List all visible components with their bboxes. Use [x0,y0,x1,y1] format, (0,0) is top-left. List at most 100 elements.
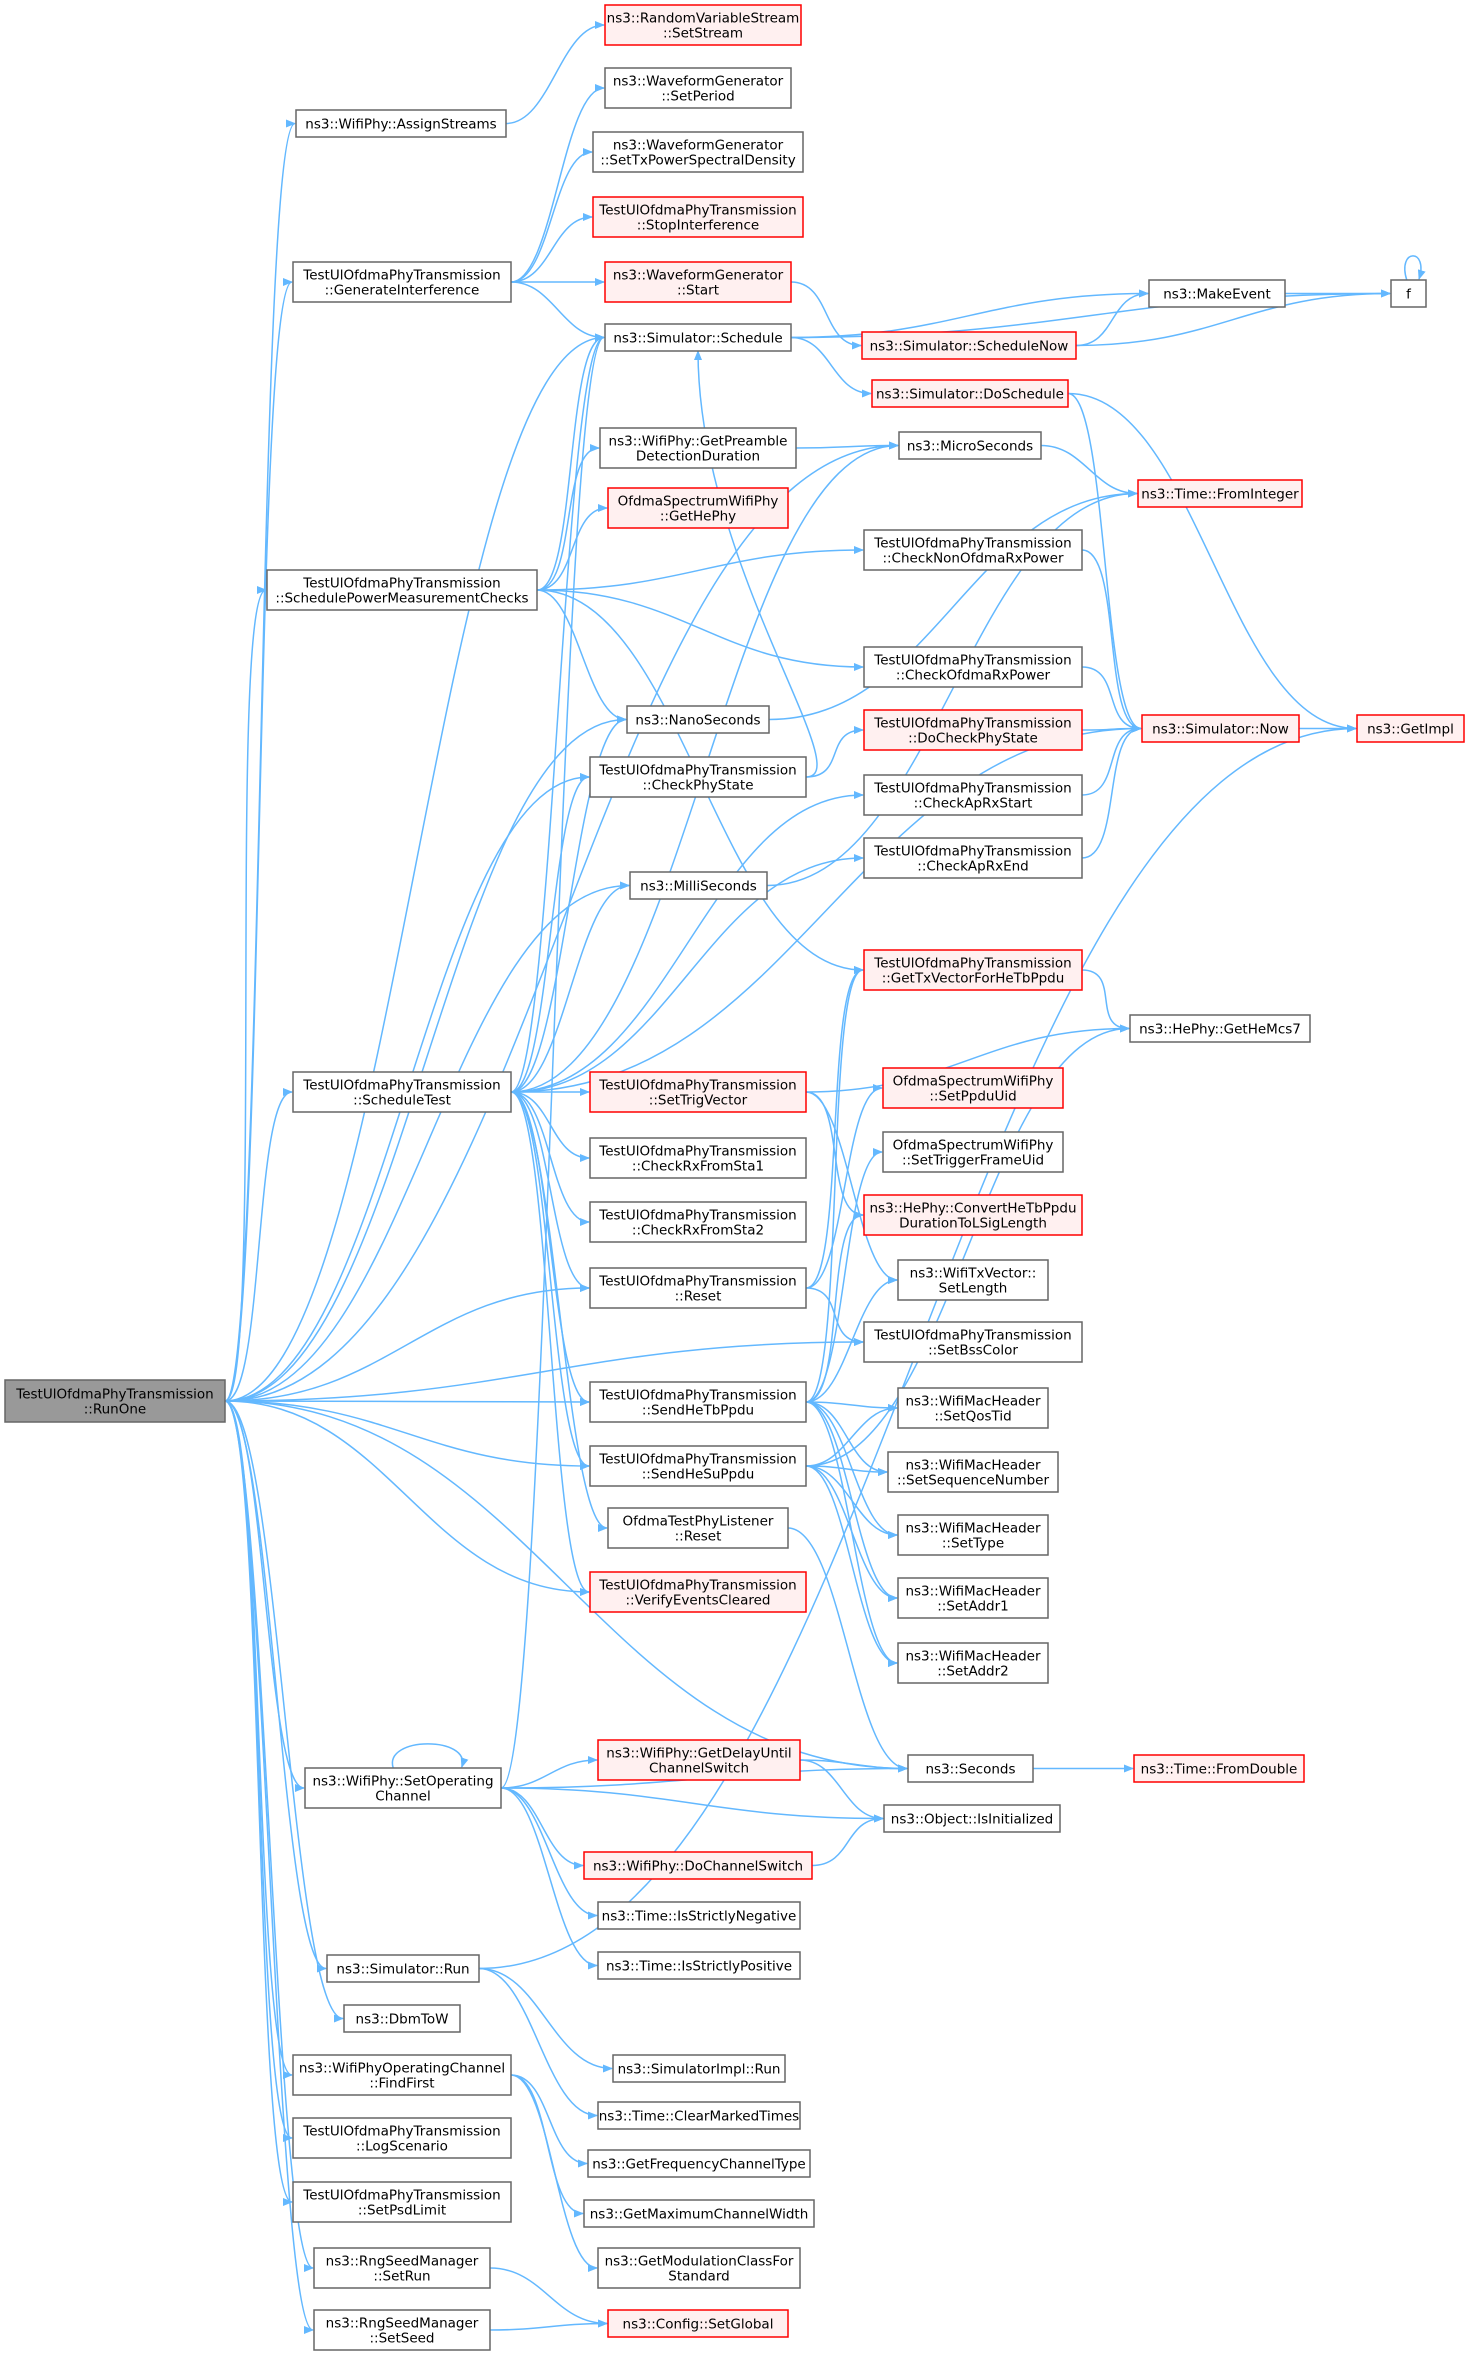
edge-sendhesu-to-setaddr1 [805,1465,898,1602]
node-wg_setperiod[interactable]: ns3::WaveformGenerator::SetPeriod [604,67,792,109]
node-wg_settxpsd[interactable]: ns3::WaveformGenerator::SetTxPowerSpectr… [592,131,804,173]
node-docheckphystate[interactable]: TestUlOfdmaPhyTransmission::DoCheckPhySt… [863,709,1083,751]
node-checknonofdma[interactable]: TestUlOfdmaPhyTransmission::CheckNonOfdm… [863,529,1083,571]
node-scheduletest[interactable]: TestUlOfdmaPhyTransmission::ScheduleTest [292,1071,512,1113]
node-setlength[interactable]: ns3::WifiTxVector::SetLength [897,1259,1049,1301]
node-setqostid[interactable]: ns3::WifiMacHeader::SetQosTid [897,1387,1049,1429]
node-reset[interactable]: TestUlOfdmaPhyTransmission::Reset [589,1267,807,1309]
edge-scheduletest-to-milliseconds [510,881,630,1093]
node-sim_doschedule[interactable]: ns3::Simulator::DoSchedule [871,379,1069,408]
node-nanoseconds[interactable]: ns3::NanoSeconds [626,705,770,734]
node-clearmarked[interactable]: ns3::Time::ClearMarkedTimes [597,2101,801,2130]
edge-runone-to-assignstreams [224,119,296,1402]
node-sendhetb[interactable]: TestUlOfdmaPhyTransmission::SendHeTbPpdu [589,1381,807,1423]
node-checkrxsta2[interactable]: TestUlOfdmaPhyTransmission::CheckRxFromS… [589,1201,807,1243]
node-time_fromdouble[interactable]: ns3::Time::FromDouble [1133,1754,1305,1783]
node-checkaprxend[interactable]: TestUlOfdmaPhyTransmission::CheckApRxEnd [863,837,1083,879]
node-setseqnum[interactable]: ns3::WifiMacHeader::SetSequenceNumber [887,1451,1059,1493]
node-isstrictpos[interactable]: ns3::Time::IsStrictlyPositive [597,1951,801,1980]
node-box [589,756,807,798]
edge-findfirst-to-getfreqchtype [510,2074,588,2168]
edge-runone-to-setopchannel [224,1400,305,1792]
node-setaddr1[interactable]: ns3::WifiMacHeader::SetAddr1 [897,1577,1049,1619]
edge-settrigvector-to-setlength [805,1091,898,1284]
node-settype[interactable]: ns3::WifiMacHeader::SetType [897,1514,1049,1556]
node-checkrxsta1[interactable]: TestUlOfdmaPhyTransmission::CheckRxFromS… [589,1137,807,1179]
node-dbmtow[interactable]: ns3::DbmToW [343,2004,461,2033]
node-runone[interactable]: TestUlOfdmaPhyTransmission::RunOne [4,1379,226,1423]
node-getimpl[interactable]: ns3::GetImpl [1356,714,1465,743]
node-label: ::CheckApRxEnd [917,859,1028,875]
node-microseconds[interactable]: ns3::MicroSeconds [898,431,1042,460]
node-stopinterf[interactable]: TestUlOfdmaPhyTransmission::StopInterfer… [592,196,804,238]
node-label: ::LogScenario [356,2139,448,2155]
edge-runone-to-setbsscolor [224,1338,864,1402]
edge-scheduletest-to-reset [510,1091,590,1292]
node-sendhesu[interactable]: TestUlOfdmaPhyTransmission::SendHeSuPpdu [589,1445,807,1487]
node-checkofdma[interactable]: TestUlOfdmaPhyTransmission::CheckOfdmaRx… [863,646,1083,688]
node-time_frominteger[interactable]: ns3::Time::FromInteger [1137,479,1303,508]
node-seconds[interactable]: ns3::Seconds [907,1754,1034,1783]
node-wg_start[interactable]: ns3::WaveformGenerator::Start [604,261,792,303]
node-verifyevents[interactable]: TestUlOfdmaPhyTransmission::VerifyEvents… [589,1571,807,1613]
node-setseed[interactable]: ns3::RngSeedManager::SetSeed [313,2309,491,2351]
node-getfreqchtype[interactable]: ns3::GetFrequencyChannelType [587,2149,811,2178]
edge-checknonofdma-to-sim_now [1081,549,1142,733]
node-sim_schedule[interactable]: ns3::Simulator::Schedule [604,323,792,352]
node-box [897,1387,1049,1429]
node-label: ::FindFirst [369,2076,434,2092]
node-sim_now[interactable]: ns3::Simulator::Now [1141,714,1300,743]
node-simimpl_run[interactable]: ns3::SimulatorImpl::Run [612,2054,786,2083]
node-gettxvector[interactable]: TestUlOfdmaPhyTransmission::GetTxVectorF… [863,949,1083,991]
node-geninterf[interactable]: TestUlOfdmaPhyTransmission::GenerateInte… [292,261,512,303]
node-makeevent[interactable]: ns3::MakeEvent [1148,279,1286,308]
node-setrun[interactable]: ns3::RngSeedManager::SetRun [313,2247,491,2289]
node-setpsdlimit[interactable]: TestUlOfdmaPhyTransmission::SetPsdLimit [292,2181,512,2223]
node-milliseconds[interactable]: ns3::MilliSeconds [629,871,768,900]
node-label: ns3::WifiPhy::GetPreamble [609,434,788,450]
node-listenerreset[interactable]: OfdmaTestPhyListener::Reset [607,1507,789,1549]
node-logscenario[interactable]: TestUlOfdmaPhyTransmission::LogScenario [292,2117,512,2159]
edge-sendhetb-to-settype [805,1401,898,1539]
edge-runone-to-sim_schedule [224,333,605,1402]
node-settrigvector[interactable]: TestUlOfdmaPhyTransmission::SetTrigVecto… [589,1071,807,1113]
node-isstrictneg[interactable]: ns3::Time::IsStrictlyNegative [597,1901,801,1930]
node-findfirst[interactable]: ns3::WifiPhyOperatingChannel::FindFirst [292,2054,512,2096]
node-setppduuid[interactable]: OfdmaSpectrumWifiPhy::SetPpduUid [882,1067,1064,1109]
node-gethephy[interactable]: OfdmaSpectrumWifiPhy::GetHePhy [607,487,789,529]
node-label: ns3::WaveformGenerator [613,138,784,154]
node-label: ::StopInterference [637,218,759,234]
node-checkphystate[interactable]: TestUlOfdmaPhyTransmission::CheckPhyStat… [589,756,807,798]
node-getpreamble[interactable]: ns3::WifiPhy::GetPreambleDetectionDurati… [599,427,797,469]
node-isinitialized[interactable]: ns3::Object::IsInitialized [883,1804,1061,1833]
edge-runone-to-dbmtow [224,1400,344,2023]
node-dochannelswitch[interactable]: ns3::WifiPhy::DoChannelSwitch [583,1851,813,1880]
node-sim_run[interactable]: ns3::Simulator::Run [326,1954,480,1983]
node-sim_schedulenow[interactable]: ns3::Simulator::ScheduleNow [861,331,1077,360]
node-assignstreams[interactable]: ns3::WifiPhy::AssignStreams [295,109,507,138]
node-gethemcs7[interactable]: ns3::HePhy::GetHeMcs7 [1129,1014,1311,1043]
node-label: ::SetPsdLimit [358,2203,446,2219]
node-box [1129,1014,1311,1043]
edge-geninterf-to-wg_settxpsd [510,148,593,283]
node-settriggerframe[interactable]: OfdmaSpectrumWifiPhy::SetTriggerFrameUid [882,1131,1064,1173]
node-convertheb[interactable]: ns3::HePhy::ConvertHeTbPpduDurationToLSi… [863,1194,1083,1236]
node-setaddr2[interactable]: ns3::WifiMacHeader::SetAddr2 [897,1642,1049,1684]
node-box [589,1571,807,1613]
node-setbsscolor[interactable]: TestUlOfdmaPhyTransmission::SetBssColor [863,1321,1083,1363]
node-label: ::VerifyEventsCleared [626,1593,771,1609]
node-checkaprxstart[interactable]: TestUlOfdmaPhyTransmission::CheckApRxSta… [863,774,1083,816]
edge-runone-to-nanoseconds [224,715,627,1402]
edge-getdelay-to-seconds [799,1759,908,1773]
node-label: ns3::Simulator::DoSchedule [876,387,1064,403]
node-setglobal[interactable]: ns3::Config::SetGlobal [607,2309,789,2338]
node-schedpower[interactable]: TestUlOfdmaPhyTransmission::SchedulePowe… [266,569,538,611]
node-randstream[interactable]: ns3::RandomVariableStream::SetStream [604,4,802,46]
edge-sendhesu-to-gethemcs7 [805,1024,1130,1467]
node-f[interactable]: f [1390,279,1427,308]
node-label: ::SetTxPowerSpectralDensity [600,153,795,169]
node-getmaxchwidth[interactable]: ns3::GetMaximumChannelWidth [583,2199,815,2228]
